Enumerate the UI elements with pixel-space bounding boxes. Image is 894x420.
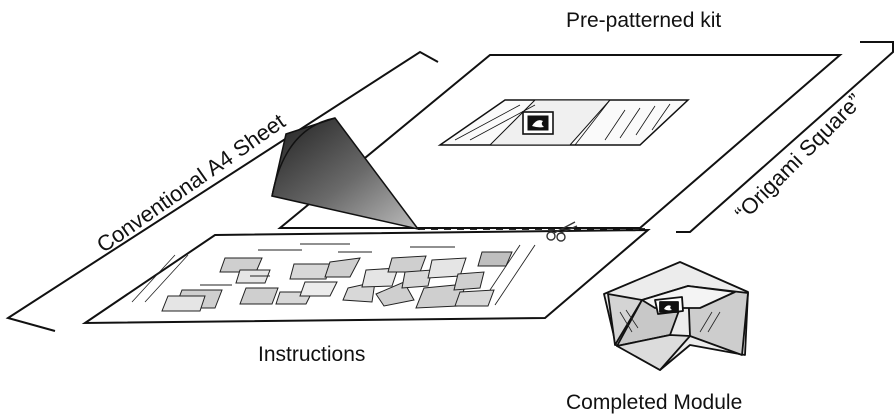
- instructions-label: Instructions: [258, 343, 366, 366]
- projection-cone: [271, 117, 420, 231]
- bird-logo-icon: [532, 120, 544, 128]
- module-logo-icon: [664, 305, 672, 311]
- a4-sheet-outline: [5, 50, 439, 332]
- pre-patterned-kit-label: Pre-patterned kit: [566, 9, 722, 32]
- instruction-sketches: [131, 243, 536, 312]
- scissors-icon: [546, 221, 578, 242]
- completed-module-label: Completed Module: [566, 391, 743, 414]
- kit-pattern-print: [437, 99, 690, 146]
- module-print-lines: [619, 309, 721, 333]
- completed-module: [603, 261, 749, 371]
- origami-square-bracket: [676, 41, 894, 233]
